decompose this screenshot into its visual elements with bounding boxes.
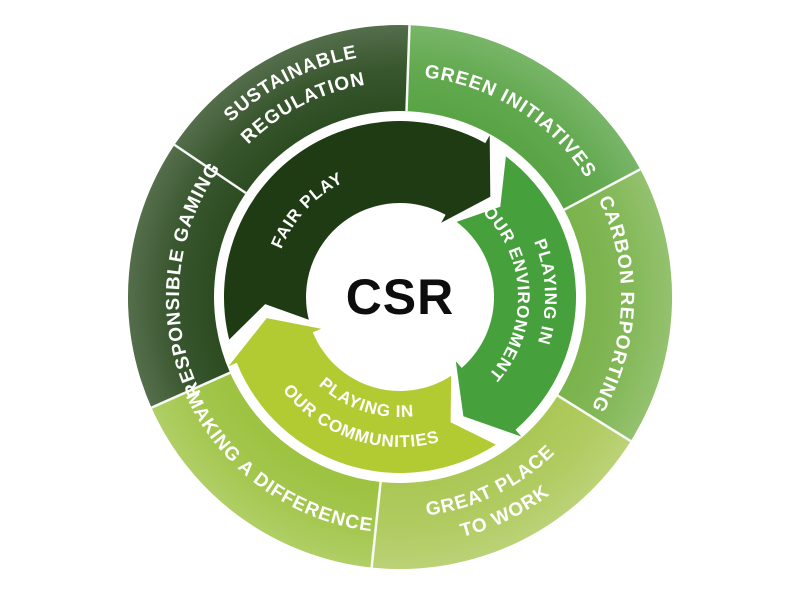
center-circle	[317, 214, 483, 380]
center-label: CSR	[346, 269, 455, 325]
